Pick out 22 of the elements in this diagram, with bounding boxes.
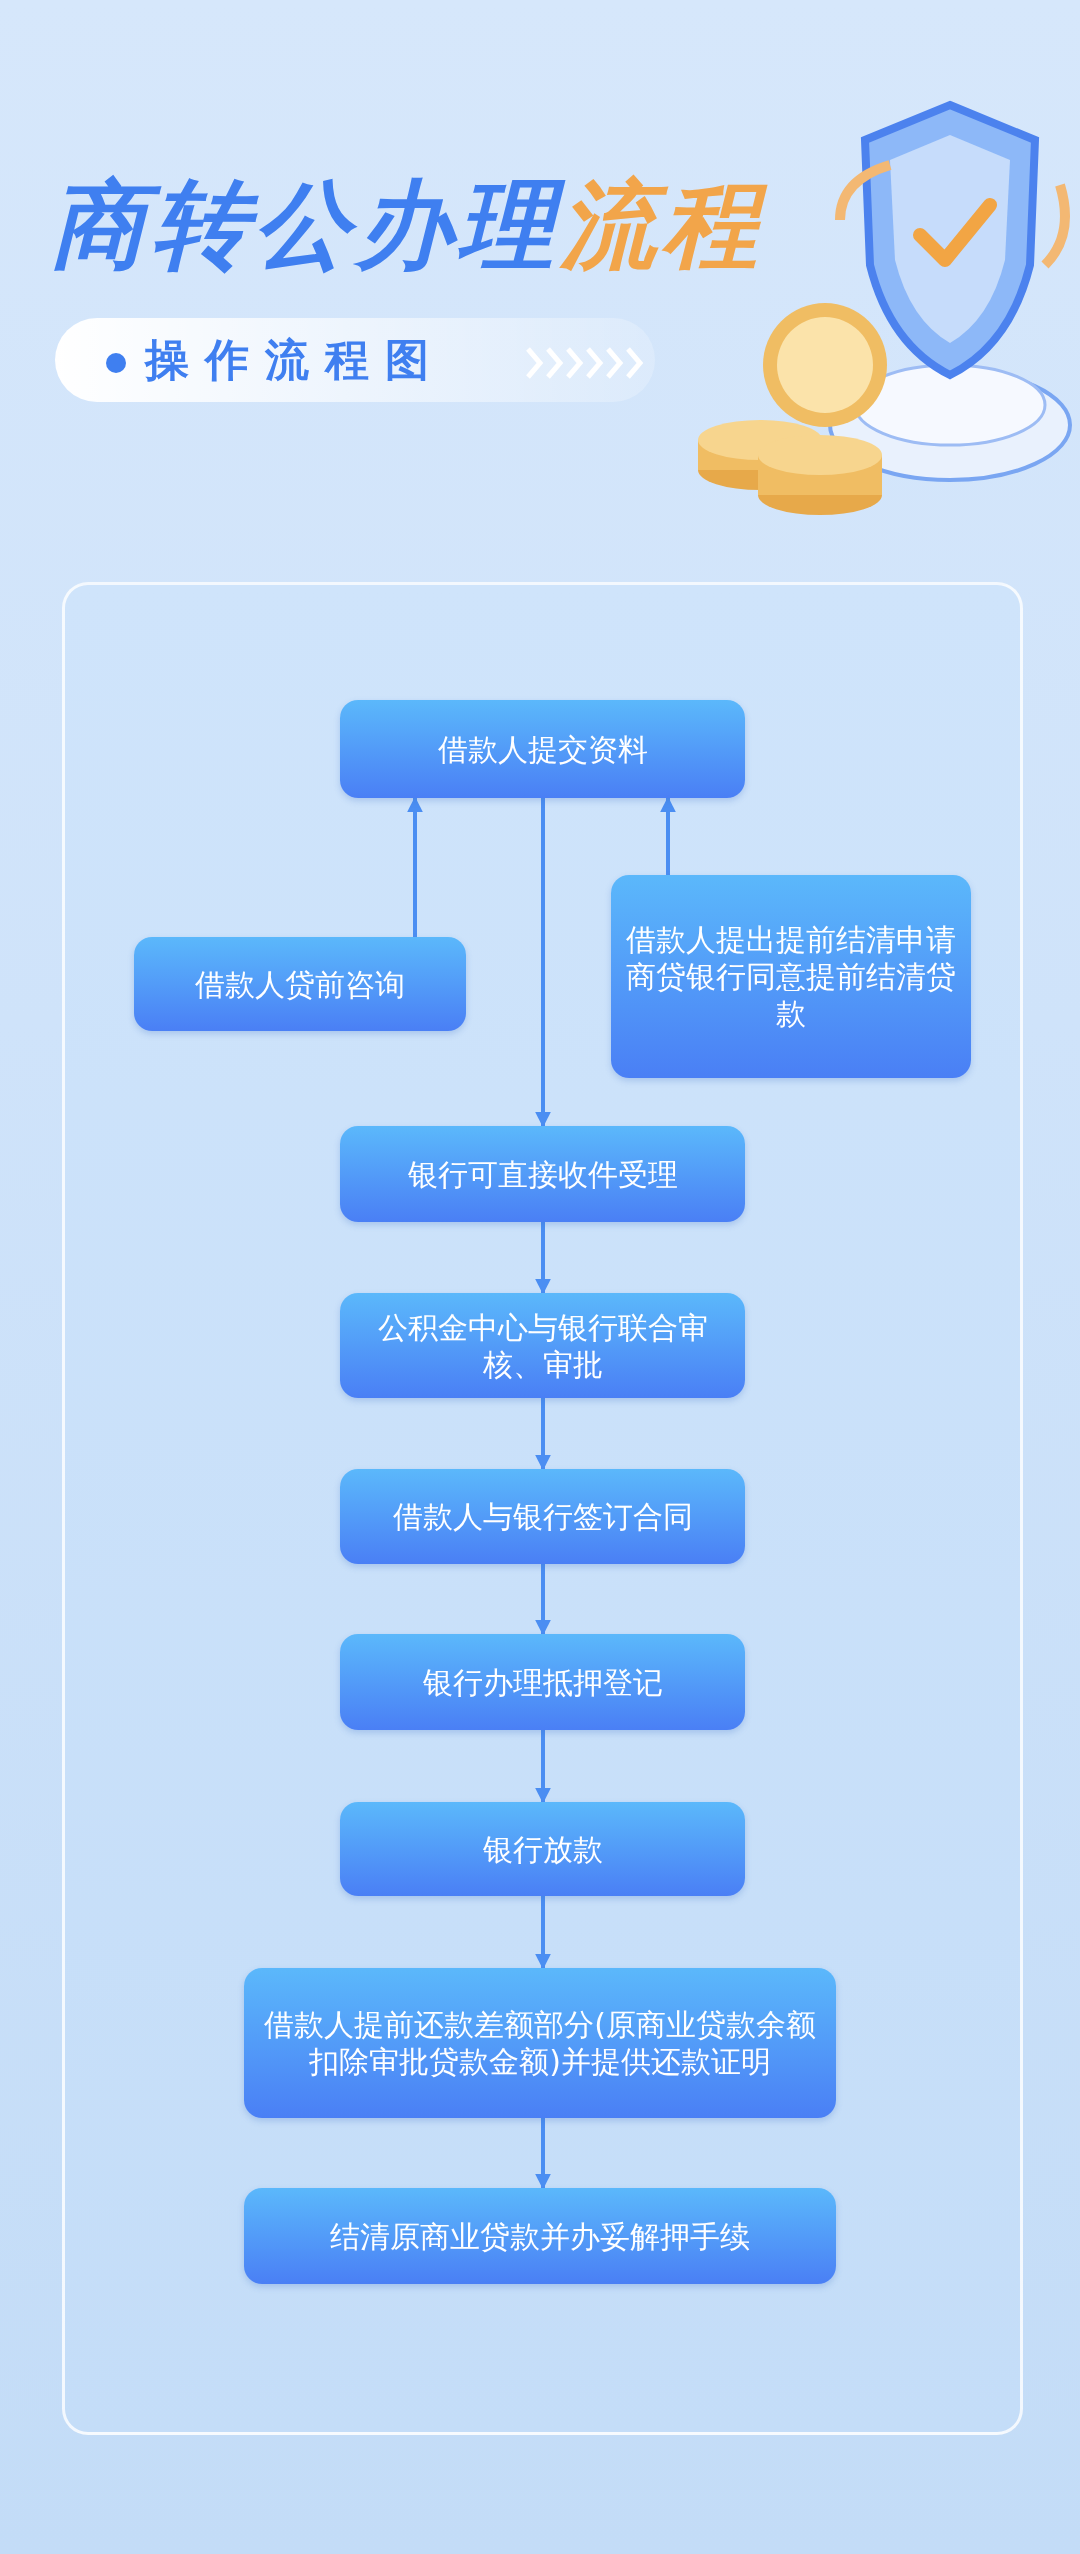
process-box: 银行可直接收件受理	[340, 1126, 745, 1222]
arrow	[535, 1564, 551, 1636]
box-text: 借款人提出提前结清申请	[626, 921, 956, 958]
arrow	[535, 1896, 551, 1970]
process-box: 借款人贷前咨询	[134, 937, 466, 1031]
arrow	[660, 796, 676, 875]
arrow	[535, 1398, 551, 1471]
box-text: 商贷银行同意提前结清贷款	[625, 958, 957, 1032]
arrow	[407, 796, 423, 937]
process-box: 借款人提交资料	[340, 700, 745, 798]
process-box: 公积金中心与银行联合审核、审批	[340, 1293, 745, 1398]
process-box: 银行放款	[340, 1802, 745, 1896]
arrow	[535, 798, 551, 1128]
process-box: 结清原商业贷款并办妥解押手续	[244, 2188, 836, 2284]
subtitle: 操作流程图	[145, 333, 445, 387]
process-box	[611, 875, 971, 1078]
arrow	[535, 1730, 551, 1804]
arrow	[535, 2118, 551, 2190]
process-box: 借款人提前还款差额部分(原商业贷款余额扣除审批贷款金额)并提供还款证明	[244, 1968, 836, 2118]
process-box: 借款人与银行签订合同	[340, 1469, 745, 1564]
arrow	[535, 1222, 551, 1295]
process-box: 银行办理抵押登记	[340, 1634, 745, 1730]
